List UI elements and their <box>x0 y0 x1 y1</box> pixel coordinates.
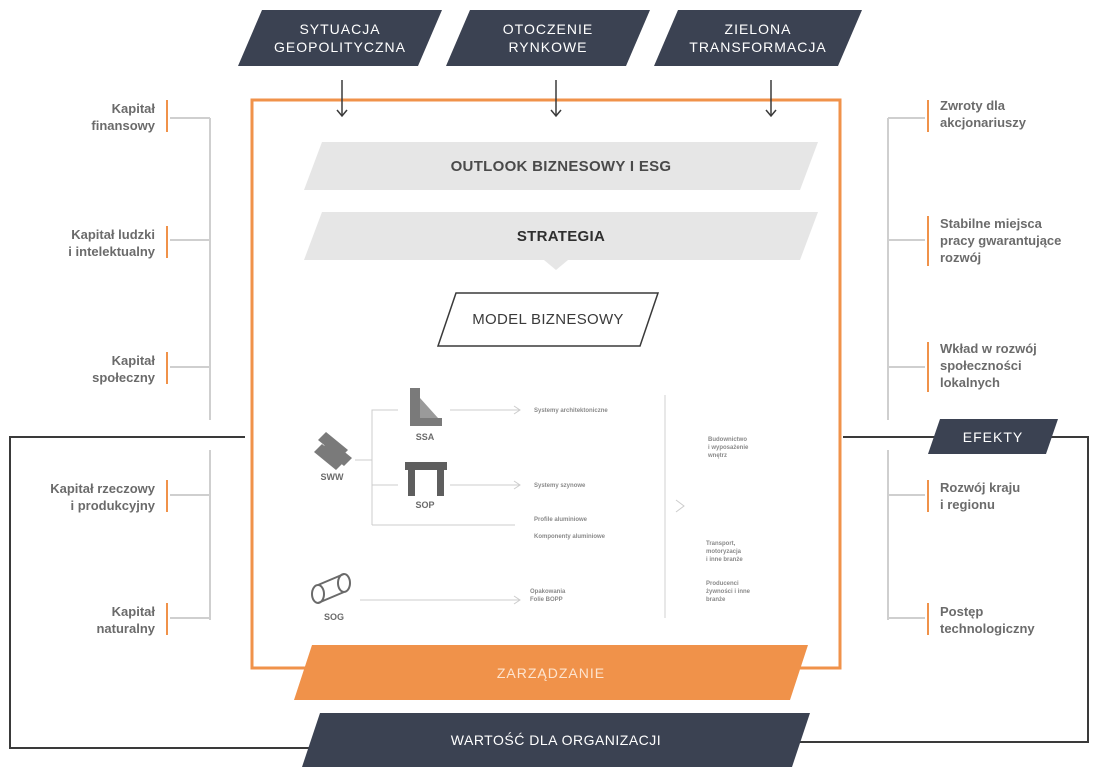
segment-sww: SWW <box>320 472 344 482</box>
top-box-green-label: ZIELONA TRANSFORMACJA <box>689 21 827 55</box>
rail-frame-icon <box>405 462 447 496</box>
capital-human: Kapitał ludzki i intelektualny <box>68 227 155 259</box>
capital-natural: Kapitał naturalny <box>96 604 155 636</box>
left-loop-line <box>9 436 335 749</box>
outlook-band <box>304 142 818 190</box>
aluminium-bars-icon <box>314 432 352 470</box>
value-label: WARTOŚĆ DLA ORGANIZACJI <box>450 732 662 748</box>
top-box-geopolitics-label: SYTUACJA GEOPOLITYCZNA <box>273 21 407 55</box>
strategy-band <box>304 212 818 260</box>
outcome-regional-development: Rozwój kraju i regionu <box>940 480 1021 512</box>
capital-financial: Kapitał finansowy <box>91 101 155 133</box>
top-box-geopolitics <box>238 10 442 66</box>
product-rail-systems: Systemy szynowe <box>534 483 586 489</box>
capital-social: Kapitał społeczny <box>92 353 155 385</box>
arrow-icon <box>336 80 777 118</box>
market-food: Producenci żywności i inne branże <box>706 581 751 603</box>
capital-material: Kapitał rzeczowy i produkcyjny <box>50 481 155 513</box>
top-box-green <box>654 10 862 66</box>
business-model-label: MODEL BIZNESOWY <box>472 311 624 328</box>
product-architectural-systems: Systemy architektoniczne <box>534 408 608 414</box>
outlook-label: OUTLOOK BIZNESOWY I ESG <box>450 157 672 175</box>
segment-sop: SOP <box>415 500 435 510</box>
architecture-profile-icon <box>410 388 442 426</box>
outcome-stable-jobs: Stabilne miejsca pracy gwarantujące rozw… <box>940 216 1062 265</box>
outcome-shareholder-returns: Zwroty dla akcjonariuszy <box>940 98 1026 130</box>
product-packaging: Opakowania Folie BOPP <box>530 589 566 603</box>
segment-sog: SOG <box>323 612 344 622</box>
top-box-market-label: OTOCZENIE RYNKOWE <box>502 21 594 55</box>
top-box-market <box>446 10 650 66</box>
effects-tag <box>928 419 1058 454</box>
market-transport: Transport, motoryzacja i inne branże <box>706 541 743 563</box>
outcome-community: Wkład w rozwój społeczności lokalnych <box>940 341 1037 390</box>
effects-label: EFEKTY <box>962 428 1024 445</box>
product-aluminium-profiles: Profile aluminiowe <box>534 517 588 523</box>
management-band <box>294 645 808 700</box>
management-label: ZARZĄDZANIE <box>496 664 606 681</box>
film-roll-icon <box>311 573 351 604</box>
value-bar <box>302 713 810 767</box>
strategy-label: STRATEGIA <box>516 227 606 245</box>
segment-ssa: SSA <box>415 432 435 442</box>
business-model-box <box>436 292 660 347</box>
outcome-tech-progress: Postęp technologiczny <box>940 604 1035 636</box>
product-aluminium-components: Komponenty aluminiowe <box>534 534 606 540</box>
market-construction: Budownictwo i wyposażenie wnętrz <box>708 437 749 459</box>
